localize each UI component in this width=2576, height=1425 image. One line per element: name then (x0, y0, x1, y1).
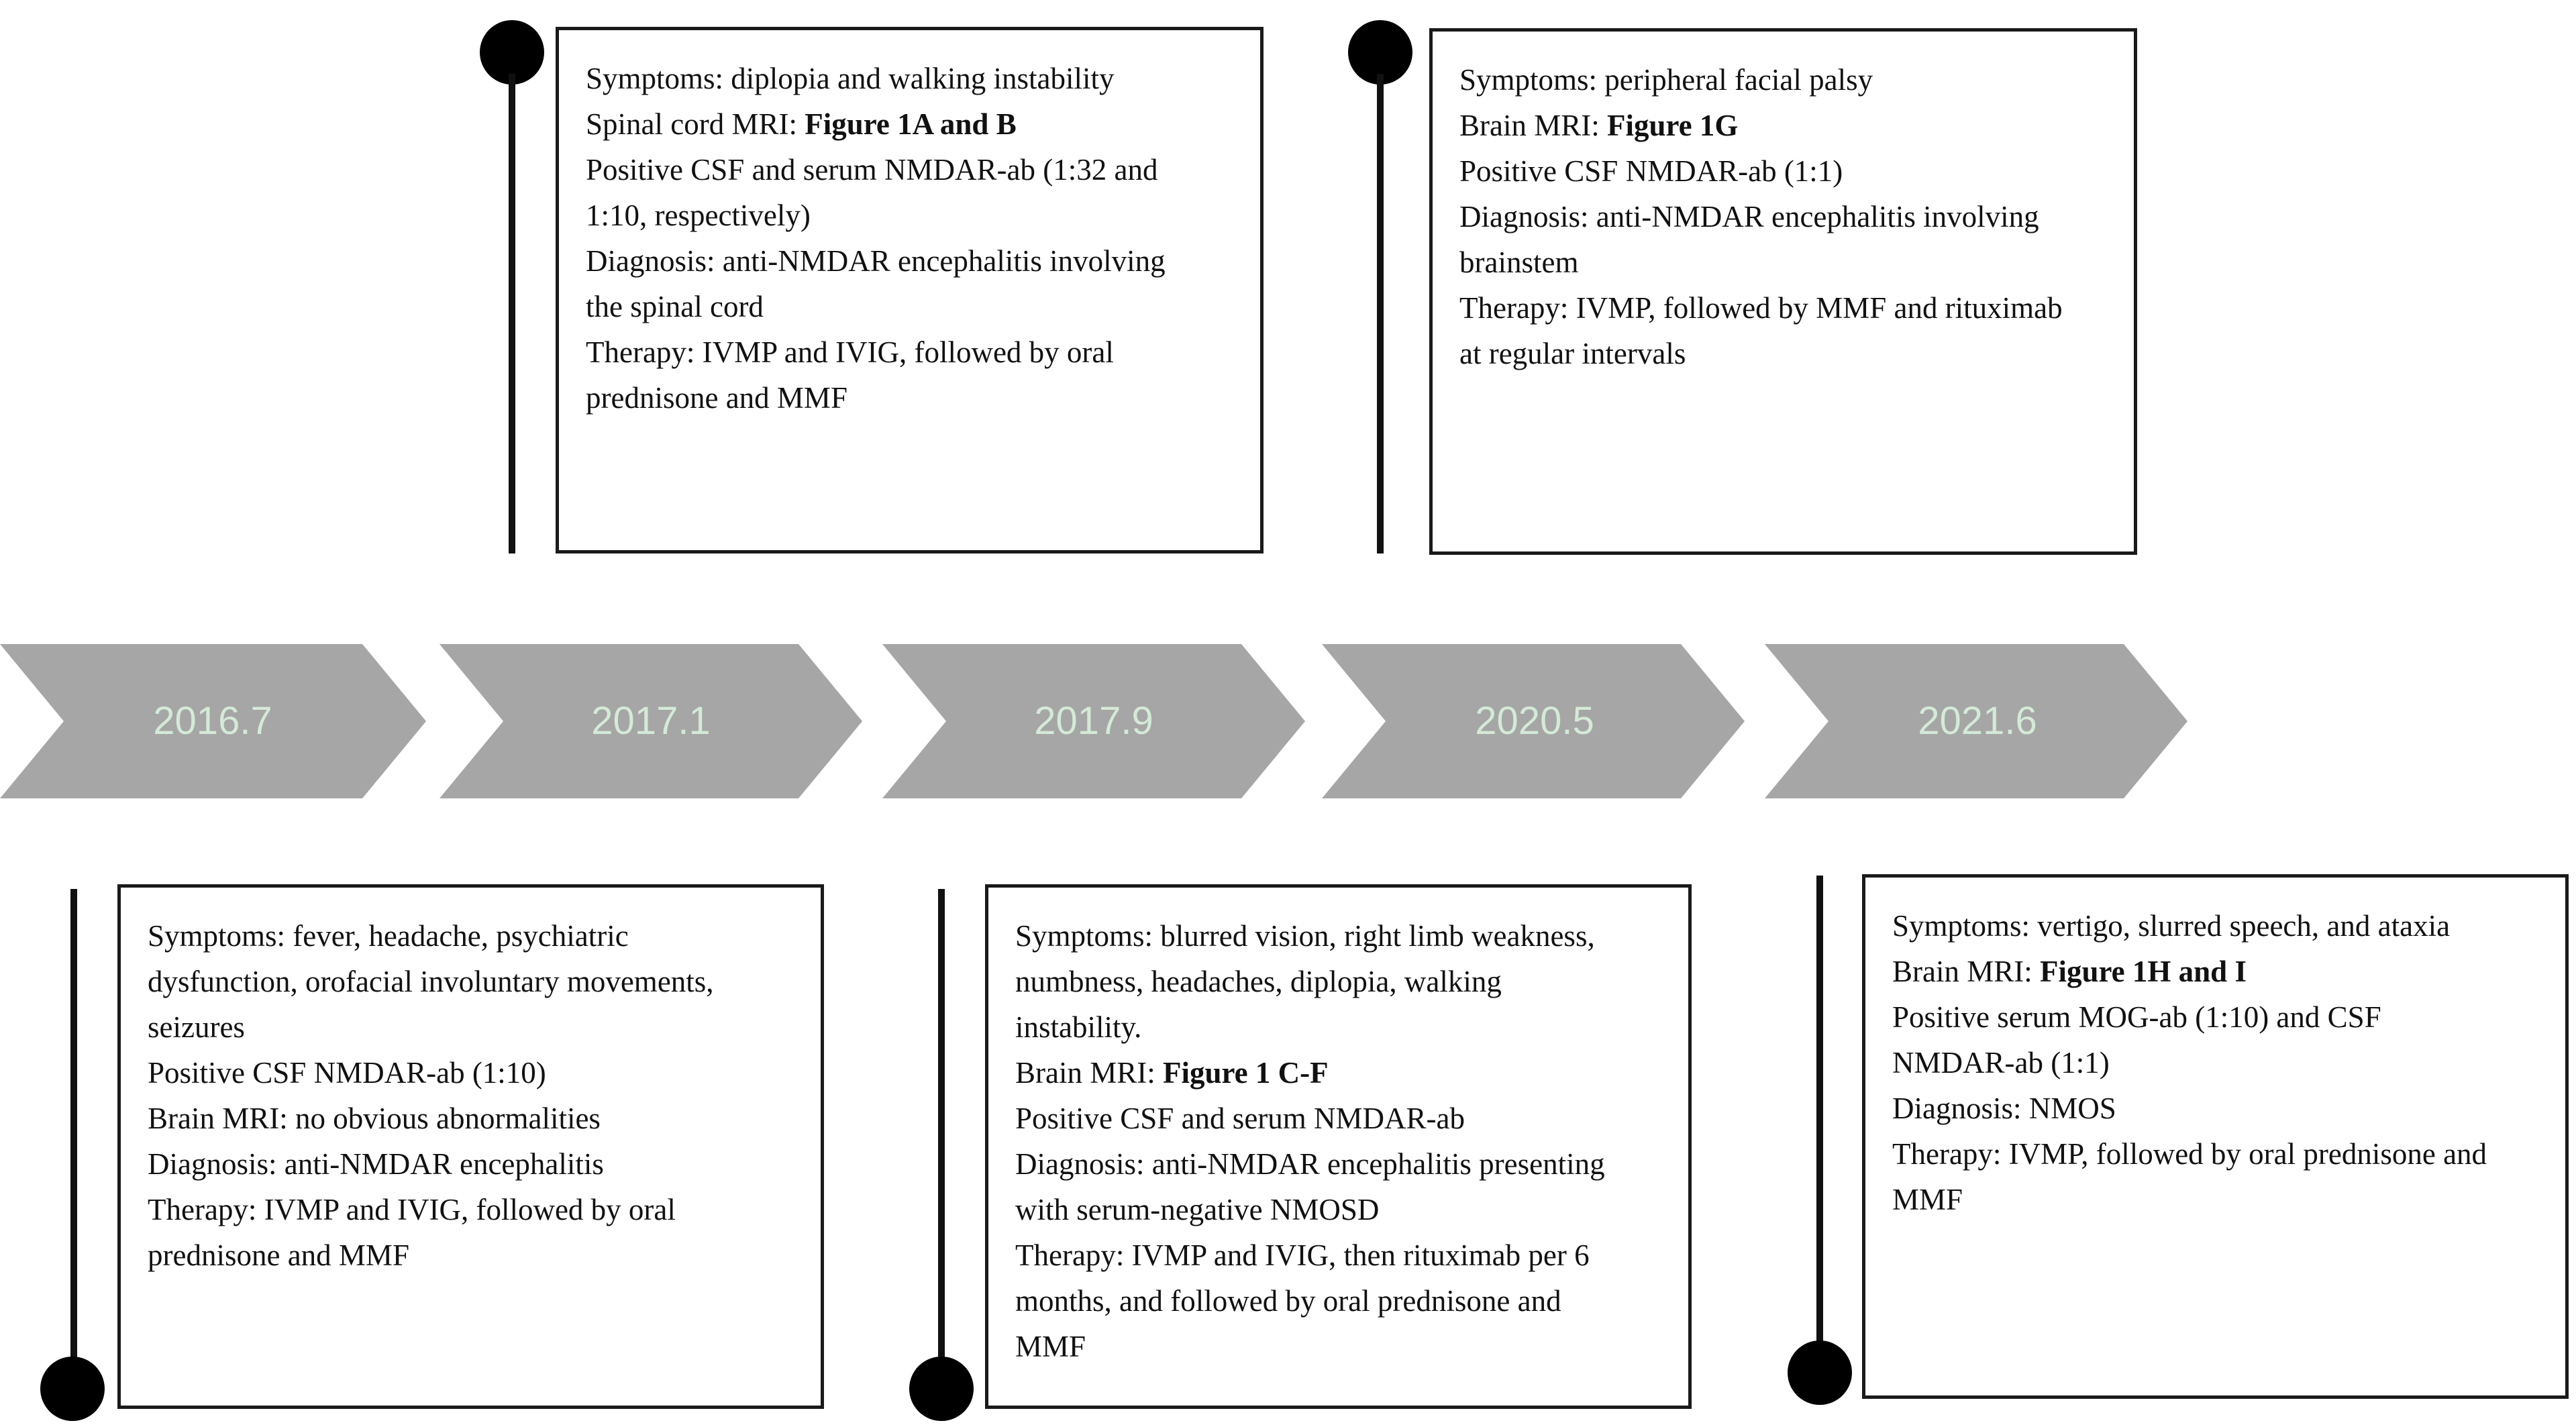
event-2016-7-symptoms: Symptoms: fever, headache, psychiatric (148, 919, 629, 953)
event-box-2016-7: Symptoms: fever, headache, psychiatric d… (117, 884, 824, 1409)
timeline-arrows (0, 644, 2187, 798)
event-2017-1-therapy-cont: prednisone and MMF (586, 381, 847, 415)
event-2020-5-therapy-cont: at regular intervals (1459, 337, 1686, 370)
event-2016-7-therapy: Therapy: IVMP and IVIG, followed by oral (148, 1193, 676, 1226)
event-2017-9-symptoms-cont: numbness, headaches, diplopia, walking (1015, 965, 1502, 998)
event-2020-5-symptoms: Symptoms: peripheral facial palsy (1459, 63, 1873, 97)
stem-2017-1 (509, 74, 515, 553)
figure-ref: Figure 1H and I (2040, 955, 2247, 988)
event-2020-5-csf: Positive CSF NMDAR-ab (1:1) (1459, 154, 1843, 188)
timeline-arrow-2020-5 (1322, 644, 1745, 798)
timeline-label-2021-6: 2021.6 (1918, 699, 2037, 743)
timeline-arrow-2021-6 (1765, 644, 2187, 798)
timeline-label-2020-5: 2020.5 (1475, 699, 1594, 743)
timeline-arrow-2017-9 (882, 644, 1305, 798)
event-2020-5-diagnosis-cont: brainstem (1459, 246, 1579, 279)
event-2021-6-symptoms: Symptoms: vertigo, slurred speech, and a… (1892, 909, 2451, 943)
event-2020-5-therapy: Therapy: IVMP, followed by MMF and ritux… (1459, 291, 2063, 325)
mri-prefix: Brain MRI: (1892, 955, 2040, 988)
mri-prefix: Brain MRI: (1459, 109, 1607, 142)
event-2016-7-csf: Positive CSF NMDAR-ab (1:10) (148, 1056, 546, 1090)
event-2017-1-diagnosis-cont: the spinal cord (586, 290, 764, 323)
stem-2020-5 (1377, 74, 1384, 553)
marker-2016-7 (40, 1357, 105, 1421)
figure-ref: Figure 1 C-F (1163, 1056, 1329, 1090)
event-2017-9-mri: Brain MRI: Figure 1 C-F (1015, 1050, 1661, 1096)
stem-2021-6 (1816, 876, 1823, 1385)
event-2016-7-mri: Brain MRI: no obvious abnormalities (148, 1102, 601, 1135)
event-2017-1-mri: Spinal cord MRI: Figure 1A and B (586, 101, 1233, 147)
timeline-label-2017-1: 2017.1 (591, 699, 711, 743)
event-2020-5-mri: Brain MRI: Figure 1G (1459, 103, 2107, 148)
timeline-label-2016-7: 2016.7 (153, 699, 272, 743)
marker-2021-6 (1788, 1340, 1852, 1405)
mri-prefix: Spinal cord MRI: (586, 107, 805, 141)
event-2017-9-therapy: Therapy: IVMP and IVIG, then rituximab p… (1015, 1238, 1590, 1272)
event-2021-6-diagnosis: Diagnosis: NMOS (1892, 1092, 2116, 1125)
event-box-2017-1: Symptoms: diplopia and walking instabili… (556, 27, 1264, 553)
event-2017-1-csf: Positive CSF and serum NMDAR-ab (1:32 an… (586, 153, 1158, 187)
event-2017-9-diagnosis: Diagnosis: anti-NMDAR encephalitis prese… (1015, 1147, 1605, 1181)
timeline-arrow-2017-1 (440, 644, 862, 798)
event-2021-6-mri: Brain MRI: Figure 1H and I (1892, 949, 2538, 994)
event-2021-6-csf-cont: NMDAR-ab (1:1) (1892, 1046, 2110, 1079)
event-2017-9-symptoms: Symptoms: blurred vision, right limb wea… (1015, 919, 1595, 953)
marker-2017-9 (909, 1357, 974, 1421)
event-2016-7-symptoms-cont: dysfunction, orofacial involuntary movem… (148, 965, 714, 998)
stem-2016-7 (70, 889, 77, 1399)
event-2016-7-symptoms-cont2: seizures (148, 1010, 245, 1044)
event-2020-5-diagnosis: Diagnosis: anti-NMDAR encephalitis invol… (1459, 200, 2039, 233)
event-2017-9-diagnosis-cont: with serum-negative NMOSD (1015, 1193, 1380, 1226)
event-2021-6-therapy-cont: MMF (1892, 1183, 1963, 1216)
figure-ref: Figure 1G (1607, 109, 1739, 142)
event-box-2017-9: Symptoms: blurred vision, right limb wea… (985, 884, 1692, 1409)
event-2021-6-csf: Positive serum MOG-ab (1:10) and CSF (1892, 1000, 2381, 1034)
event-box-2021-6: Symptoms: vertigo, slurred speech, and a… (1862, 874, 2569, 1399)
event-2017-9-therapy-cont2: MMF (1015, 1330, 1086, 1363)
event-2021-6-therapy: Therapy: IVMP, followed by oral predniso… (1892, 1137, 2487, 1171)
event-2016-7-diagnosis: Diagnosis: anti-NMDAR encephalitis (148, 1147, 604, 1181)
stem-2017-9 (938, 889, 945, 1399)
figure-ref: Figure 1A and B (805, 107, 1017, 141)
mri-prefix: Brain MRI: (1015, 1056, 1163, 1090)
event-2017-9-csf: Positive CSF and serum NMDAR-ab (1015, 1102, 1465, 1135)
event-2017-9-therapy-cont: months, and followed by oral prednisone … (1015, 1284, 1561, 1318)
event-2017-1-csf-cont: 1:10, respectively) (586, 199, 811, 232)
timeline-label-2017-9: 2017.9 (1034, 699, 1153, 743)
event-2017-9-symptoms-cont2: instability. (1015, 1010, 1142, 1044)
event-2017-1-symptoms: Symptoms: diplopia and walking instabili… (586, 62, 1115, 95)
event-2017-1-diagnosis: Diagnosis: anti-NMDAR encephalitis invol… (586, 244, 1166, 278)
event-2016-7-therapy-cont: prednisone and MMF (148, 1238, 409, 1272)
event-box-2020-5: Symptoms: peripheral facial palsy Brain … (1429, 28, 2137, 555)
timeline-arrow-2016-7 (0, 644, 426, 798)
event-2017-1-therapy: Therapy: IVMP and IVIG, followed by oral (586, 335, 1114, 369)
